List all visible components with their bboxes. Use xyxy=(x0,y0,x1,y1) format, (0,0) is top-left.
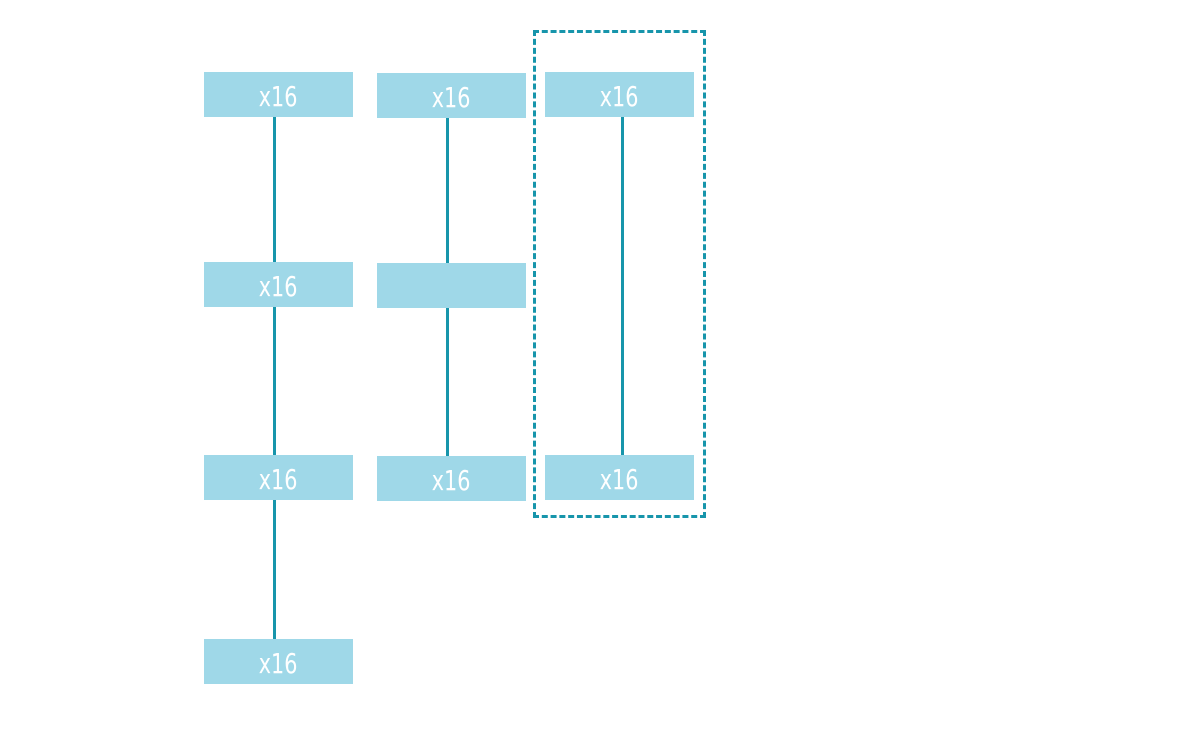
node-label: x16 xyxy=(259,79,298,113)
node-col3-2: x16 xyxy=(545,455,694,500)
node-col1-4: x16 xyxy=(204,639,353,684)
node-col3-1: x16 xyxy=(545,72,694,117)
connector-col1-b xyxy=(273,306,276,457)
node-label: x16 xyxy=(432,463,471,497)
connector-col1-a xyxy=(273,116,276,264)
node-col1-3: x16 xyxy=(204,455,353,500)
node-label: x16 xyxy=(432,80,471,114)
connector-col1-c xyxy=(273,499,276,641)
node-col1-1: x16 xyxy=(204,72,353,117)
node-col2-3: x16 xyxy=(377,456,526,501)
node-col1-2: x16 xyxy=(204,262,353,307)
highlight-group-box xyxy=(533,30,706,518)
node-label: x16 xyxy=(259,646,298,680)
node-col2-2 xyxy=(377,263,526,308)
connector-col2-b xyxy=(446,307,449,458)
node-label: x16 xyxy=(259,462,298,496)
connector-col3-a xyxy=(621,116,624,457)
connector-col2-a xyxy=(446,117,449,265)
node-col2-1: x16 xyxy=(377,73,526,118)
node-label: x16 xyxy=(600,462,639,496)
node-label: x16 xyxy=(600,79,639,113)
node-label: x16 xyxy=(259,269,298,303)
